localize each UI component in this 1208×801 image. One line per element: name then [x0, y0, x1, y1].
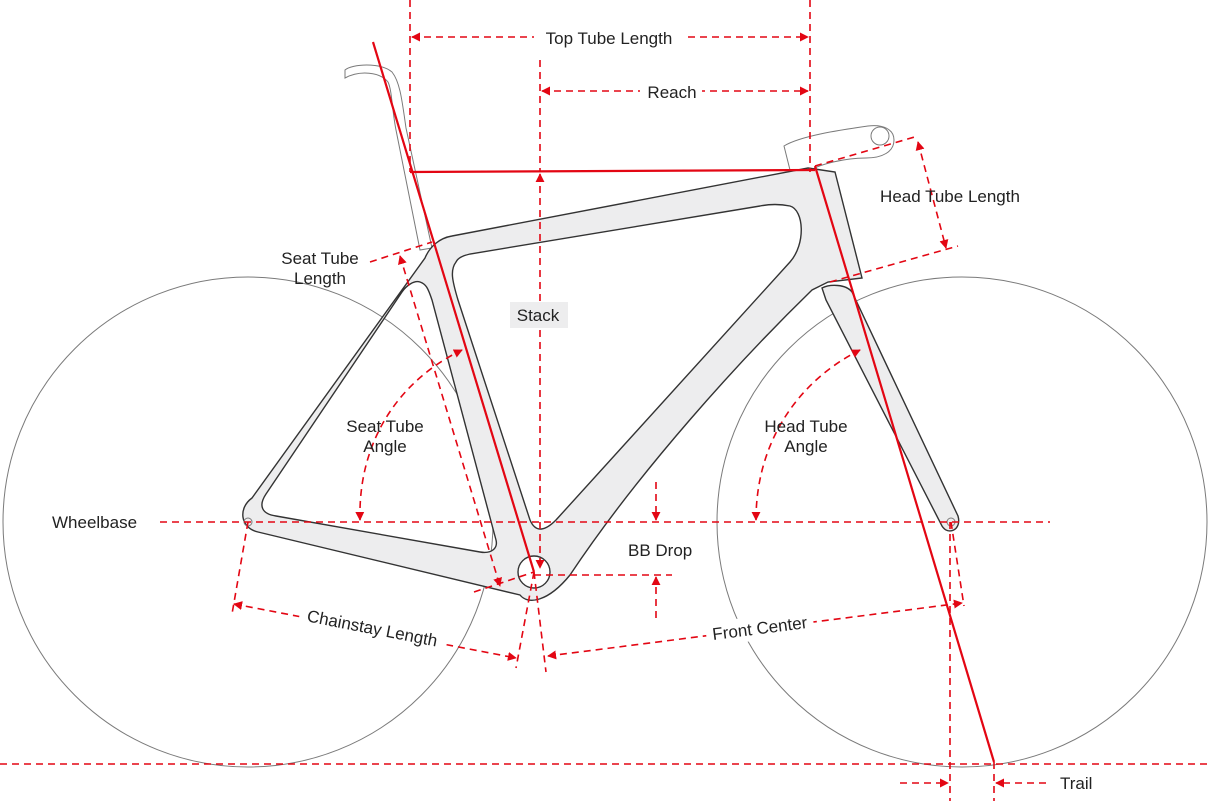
stem-handlebar: [783, 125, 895, 173]
top-tube-length-label: Top Tube Length: [546, 29, 673, 48]
stack-top-line: [409, 168, 816, 174]
head-tube-angle-arc: [751, 349, 861, 521]
trail-label: Trail: [1060, 774, 1092, 793]
seat-tube-axis: [371, 41, 536, 573]
head-tube-length-arrow: [915, 141, 949, 249]
head-tube-angle-label-line1: Head Tube: [764, 417, 847, 436]
fork: [821, 284, 960, 532]
stack-label: Stack: [517, 306, 560, 325]
seat-tube-angle-label-line2: Angle: [363, 437, 406, 456]
seat-tube-length-label-line2: Length: [294, 269, 346, 288]
seat-tube-angle-arc: [355, 349, 463, 521]
head-tube-length-label: Head Tube Length: [880, 187, 1020, 206]
chainstay-length-label: Chainstay Length: [306, 607, 440, 651]
wheelbase-label: Wheelbase: [52, 513, 137, 532]
reach-label: Reach: [647, 83, 696, 102]
bb-drop-label: BB Drop: [628, 541, 692, 560]
seat-tube-length-label-line1: Seat Tube: [281, 249, 359, 268]
head-tube-axis: [813, 165, 996, 763]
bike-frame: [242, 167, 863, 601]
seat-tube-angle-label-line1: Seat Tube: [346, 417, 424, 436]
head-tube-angle-label-line2: Angle: [784, 437, 827, 456]
